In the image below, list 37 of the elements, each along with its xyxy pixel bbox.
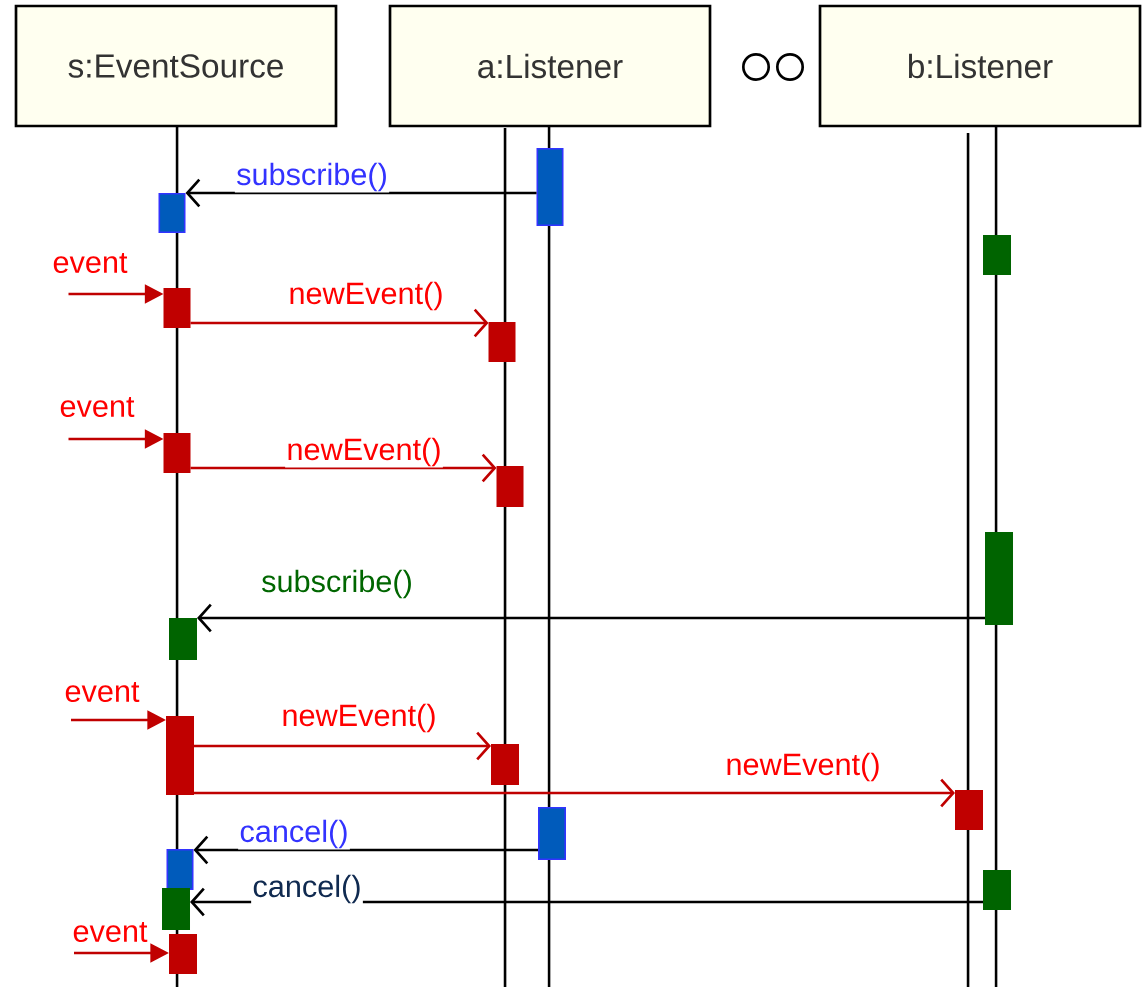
activation-bar	[169, 934, 197, 974]
message-arrow	[197, 603, 985, 633]
edge-label: newEvent()	[724, 751, 882, 783]
activation-bar	[983, 235, 1011, 275]
message-arrow	[194, 778, 955, 808]
lifeline-header-box: b:Listener	[818, 4, 1142, 128]
edge-label: event	[71, 920, 149, 944]
message-arrow	[194, 731, 491, 761]
lifeline-header-box: s:EventSource	[14, 4, 338, 128]
activation-bar	[166, 849, 194, 890]
activation-bar	[158, 193, 186, 233]
message-arrow	[190, 453, 497, 483]
edge-label: subscribe()	[259, 568, 415, 600]
edge-label: newEvent()	[285, 436, 443, 468]
message-arrow	[190, 308, 489, 338]
activation-bar	[955, 790, 983, 830]
edge-label: cancel()	[238, 818, 350, 850]
activation-bar	[496, 466, 524, 507]
edge-label: event	[51, 251, 129, 275]
lifeline-header-box: a:Listener	[388, 4, 712, 128]
activation-bar	[491, 744, 519, 785]
edge-label: subscribe()	[234, 161, 390, 193]
edge-label: event	[63, 680, 141, 704]
edge-label: cancel()	[251, 873, 363, 905]
activation-bar	[488, 322, 516, 362]
activation-bar	[169, 618, 197, 660]
edge-label: newEvent()	[287, 280, 445, 312]
activation-bar	[983, 870, 1011, 910]
message-arrow	[193, 835, 538, 865]
activation-bar	[538, 807, 566, 860]
activation-bar	[162, 888, 190, 930]
edge-label: event	[58, 395, 136, 419]
activation-bar	[536, 148, 564, 226]
activation-bar	[985, 532, 1013, 625]
edge-label: newEvent()	[280, 702, 438, 734]
message-arrow	[185, 178, 537, 208]
activation-bar	[166, 716, 194, 795]
